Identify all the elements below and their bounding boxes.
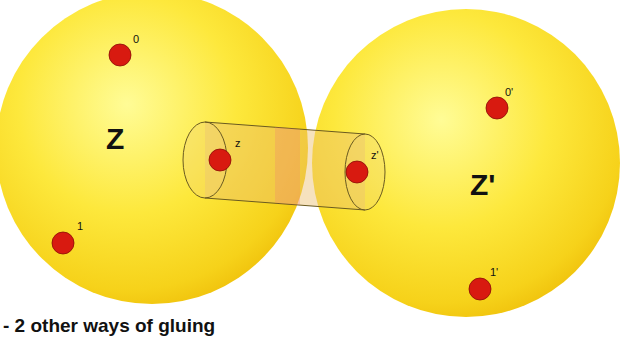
- caption-note: - 2 other ways of gluing: [3, 316, 215, 335]
- point-label: 0': [505, 87, 513, 98]
- point-label: 0: [133, 34, 139, 45]
- sphere-label: Z': [470, 170, 495, 200]
- point-label: 1: [77, 221, 83, 232]
- sphere: Z: [0, 0, 309, 305]
- marked-points: [52, 44, 508, 300]
- point-label: z': [371, 150, 379, 161]
- tube: [183, 122, 385, 210]
- sphere-shape: [311, 8, 620, 318]
- sphere-label: Z: [106, 124, 124, 154]
- point-label: z: [235, 138, 241, 149]
- sphere: Z': [311, 8, 620, 318]
- sphere-shape: [0, 0, 309, 305]
- point-label: 1': [490, 267, 498, 278]
